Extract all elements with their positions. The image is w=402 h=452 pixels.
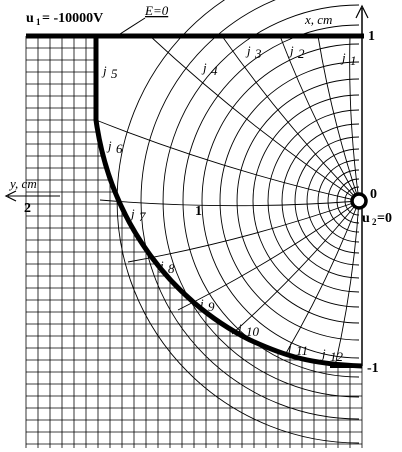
field-line-label-index: 2 <box>298 46 305 61</box>
right-label-bottom: -1 <box>367 361 379 376</box>
equipotential-arc <box>182 24 360 378</box>
field-line-label-j: j <box>236 321 242 336</box>
equipotential-arc <box>140 0 360 420</box>
field-line-label-j: j <box>129 206 135 221</box>
field-line-label-index: 6 <box>116 141 123 156</box>
field-line <box>284 200 360 356</box>
u2-subscript: 2 <box>372 217 377 227</box>
right-label-zero: 0 <box>370 187 377 202</box>
equipotential-arc <box>317 159 360 243</box>
field-line-label-j: j <box>101 63 107 78</box>
ring-electrode-icon <box>350 192 368 210</box>
field-line <box>99 199 360 207</box>
u2-value: =0 <box>377 211 392 226</box>
center-marker-1: 1 <box>195 204 202 219</box>
field-line-label-j: j <box>320 346 326 361</box>
right-label-top: 1 <box>368 29 375 44</box>
field-line <box>95 119 360 202</box>
field-line <box>221 35 360 202</box>
field-line-label-j: j <box>201 60 207 75</box>
field-line <box>127 200 360 263</box>
field-line-label-index: 11 <box>296 343 308 358</box>
field-line-label-j: j <box>198 296 204 311</box>
equipotential-arc <box>252 94 360 308</box>
field-line-label-index: 1 <box>350 53 357 68</box>
field-line <box>177 200 360 311</box>
field-line-label-j: j <box>340 50 346 65</box>
y-axis-arrow-icon <box>4 190 17 202</box>
equipotential-arc <box>294 136 360 266</box>
equipotential-arc <box>327 169 360 233</box>
field-line-label-index: 5 <box>111 66 118 81</box>
field-line <box>279 35 360 202</box>
equipotential-arc <box>336 178 360 224</box>
background-grid <box>25 35 363 448</box>
field-line-label-index: 10 <box>246 324 260 339</box>
equipotential-arc <box>219 61 360 341</box>
field-line-label-j: j <box>245 43 251 58</box>
y-marker-2: 2 <box>24 201 31 216</box>
e-label-pointer <box>119 17 146 35</box>
y-axis-label: y, cm <box>8 176 37 191</box>
field-line-label-index: 7 <box>139 209 146 224</box>
u2-symbol: u <box>362 211 370 226</box>
field-line-label-j: j <box>288 43 294 58</box>
equipotential-arc <box>162 4 360 398</box>
equipotential-arc <box>201 43 360 359</box>
equipotential-arc <box>267 109 360 293</box>
field-line <box>317 35 360 202</box>
field-line-label-index: 9 <box>208 299 215 314</box>
field-region <box>96 36 362 366</box>
field-line <box>231 200 360 335</box>
e-label: E=0 <box>144 3 169 18</box>
field-line <box>349 35 360 202</box>
field-lines <box>95 35 360 367</box>
equipotential-arc <box>306 148 360 254</box>
x-axis-label: x, cm <box>304 12 332 27</box>
field-line-label-j: j <box>106 138 112 153</box>
field-line-label-index: 3 <box>254 46 262 61</box>
field-line-label-index: 4 <box>211 63 218 78</box>
u1-value: = -10000V <box>42 11 103 26</box>
field-line <box>149 35 360 202</box>
field-line <box>334 200 360 367</box>
field-line-label-index: 8 <box>168 261 175 276</box>
u1-symbol: u <box>26 11 34 26</box>
field-line-label-index: 12 <box>330 349 344 364</box>
field-line-label-j: j <box>286 340 292 355</box>
curved-electrode <box>93 36 363 369</box>
x-axis-arrow-icon <box>355 4 369 19</box>
u1-subscript: 1 <box>36 17 41 27</box>
equipotential-arc <box>281 123 360 279</box>
field-line-label-j: j <box>158 258 164 273</box>
